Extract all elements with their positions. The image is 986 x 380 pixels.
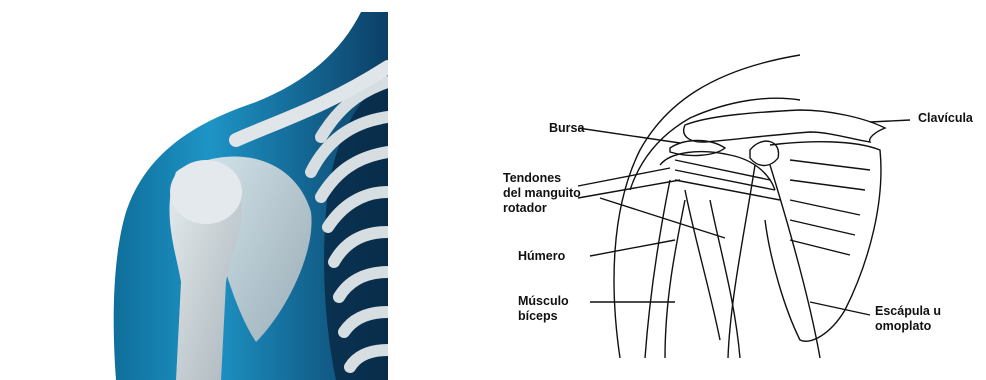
body-outline	[614, 55, 800, 358]
label-humero: Húmero	[518, 249, 565, 264]
label-tendones: Tendones del manguito rotador	[503, 171, 581, 216]
label-bursa: Bursa	[549, 121, 584, 136]
label-escapula: Escápula u omoplato	[875, 304, 941, 334]
label-musculo-biceps: Músculo bíceps	[518, 294, 569, 324]
shoulder-anatomy-diagram: Bursa Clavícula Tendones del manguito ro…	[470, 40, 986, 375]
shoulder-xray-illustration	[106, 12, 388, 380]
label-clavicula: Clavícula	[918, 111, 973, 126]
scapula-outline	[765, 142, 881, 342]
clavicle-outline	[684, 110, 885, 142]
